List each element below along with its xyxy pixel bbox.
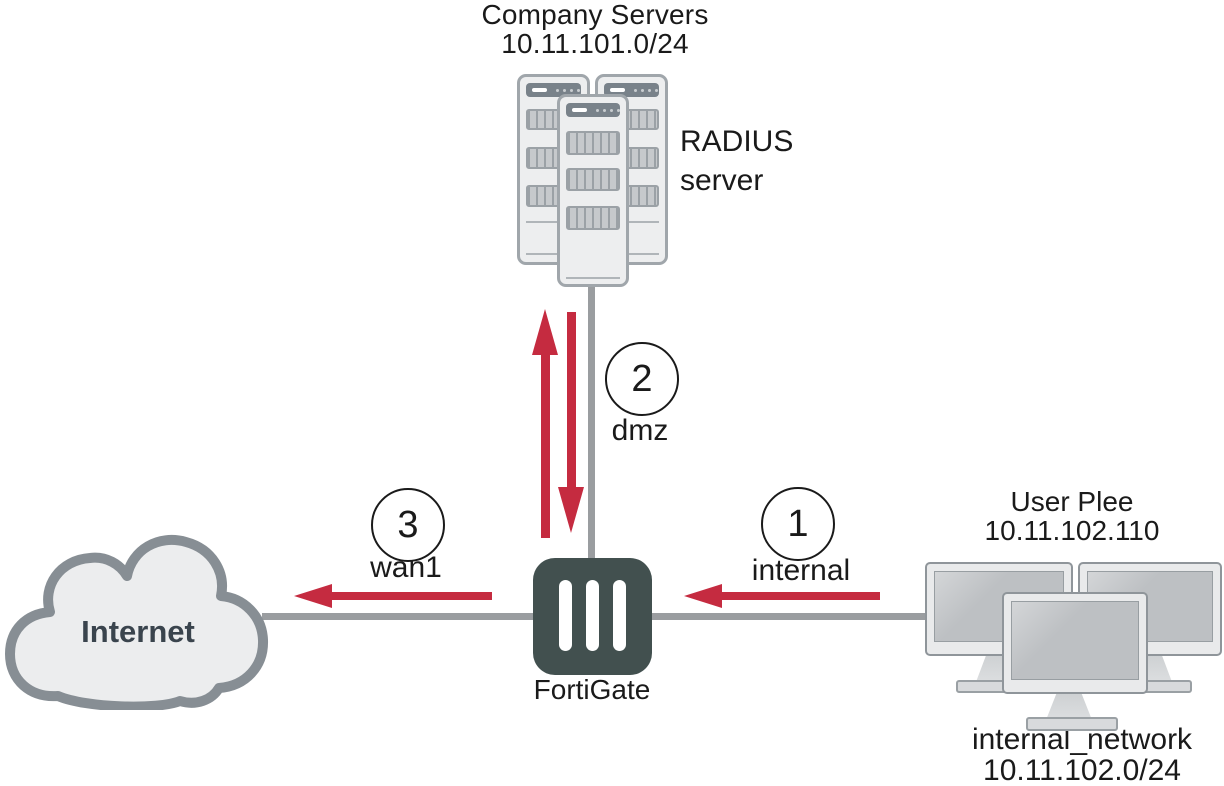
workstation-monitor-icon bbox=[1002, 592, 1148, 694]
internal-network-subnet: 10.11.102.0/24 bbox=[983, 754, 1181, 786]
step-badge-3: 3 bbox=[371, 488, 445, 562]
fortigate-label: FortiGate bbox=[533, 674, 651, 705]
user-ip: 10.11.102.110 bbox=[984, 515, 1160, 546]
monitor-base bbox=[1026, 717, 1118, 731]
user-name: User Plee bbox=[1010, 486, 1134, 517]
internal-network-label: internal_network 10.11.102.0/24 bbox=[940, 724, 1224, 786]
interface-label-wan1: wan1 bbox=[370, 551, 442, 584]
company-servers-title: Company Servers bbox=[481, 0, 709, 30]
internet-cloud-icon bbox=[5, 534, 268, 710]
monitor-stand bbox=[1046, 692, 1092, 720]
server-faceplate bbox=[604, 83, 659, 97]
server-tower-icon bbox=[557, 94, 629, 287]
server-faceplate bbox=[566, 103, 620, 117]
company-servers-subnet: 10.11.101.0/24 bbox=[501, 28, 689, 59]
internet-label: Internet bbox=[81, 614, 195, 649]
fortigate-icon bbox=[533, 558, 652, 675]
link-servers-fortigate bbox=[588, 284, 595, 560]
server-faceplate bbox=[526, 83, 581, 97]
step-badge-2: 2 bbox=[605, 342, 679, 416]
user-label: User Plee 10.11.102.110 bbox=[920, 487, 1224, 545]
radius-server-label: RADIUS server bbox=[680, 125, 794, 197]
interface-label-dmz: dmz bbox=[611, 414, 669, 447]
company-servers-label: Company Servers 10.11.101.0/24 bbox=[430, 0, 760, 58]
step-badge-1: 1 bbox=[761, 487, 835, 561]
interface-label-internal: internal bbox=[751, 554, 851, 587]
